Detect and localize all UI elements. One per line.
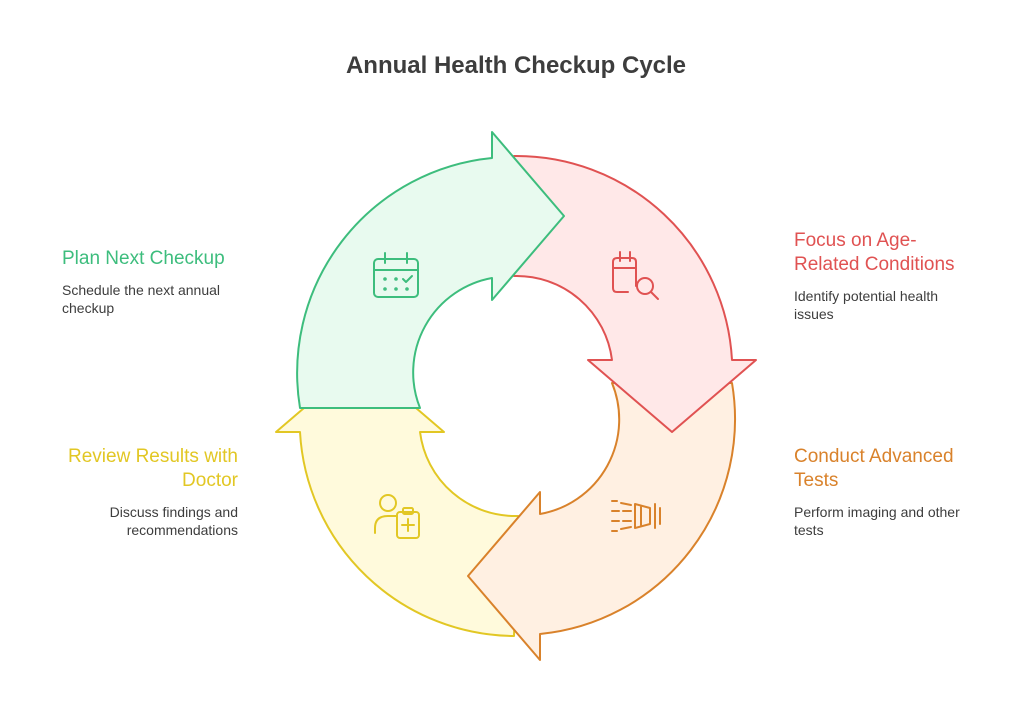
calendar-search-icon <box>612 251 659 300</box>
step-heading: Plan Next Checkup <box>62 248 225 269</box>
diagram-title: Annual Health Checkup Cycle <box>345 52 687 79</box>
step-description: Identify potential health issues <box>794 288 938 322</box>
scan-beam-icon <box>611 500 661 532</box>
doctor-clipboard-icon <box>374 494 420 539</box>
step-label-plan: Plan Next Checkup Schedule the next annu… <box>62 247 262 317</box>
cycle-segment-plan <box>296 131 565 409</box>
step-heading: Conduct Advanced Tests <box>794 446 954 491</box>
step-label-tests: Conduct Advanced Tests Perform imaging a… <box>794 445 979 539</box>
step-label-focus: Focus on Age-Related Conditions Identify… <box>794 229 979 323</box>
step-description: Discuss findings and recommendations <box>109 504 238 538</box>
step-description: Perform imaging and other tests <box>794 504 960 538</box>
cycle-segment-review <box>275 359 519 637</box>
step-description: Schedule the next annual checkup <box>62 282 221 316</box>
cycle-segment-tests <box>467 382 737 661</box>
calendar-icon <box>373 252 419 298</box>
step-heading: Focus on Age-Related Conditions <box>794 230 955 275</box>
step-heading: Review Results with Doctor <box>68 446 238 491</box>
step-label-review: Review Results with Doctor Discuss findi… <box>48 445 238 539</box>
cycle-segment-focus <box>513 154 757 433</box>
